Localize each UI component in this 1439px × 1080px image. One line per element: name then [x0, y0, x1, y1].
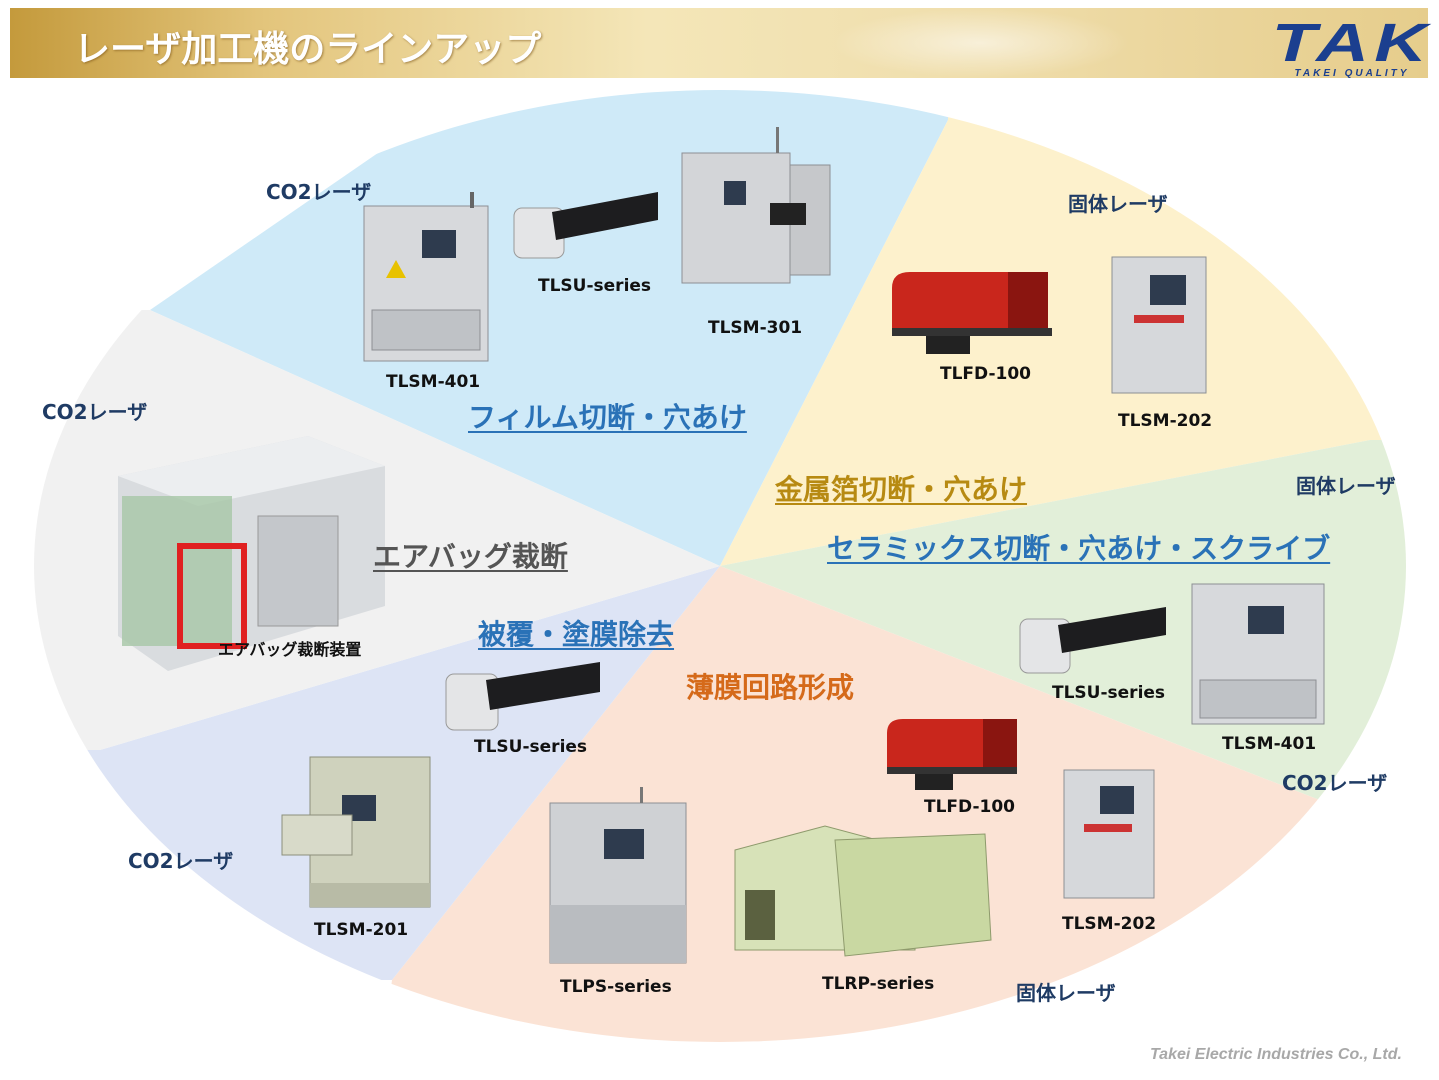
- company-logo: TAK TAKEI QUALITY: [1266, 13, 1438, 84]
- model-tlsm-401-film: TLSM-401: [386, 372, 481, 392]
- application-metal-foil: 金属箔切断・穴あけ: [775, 473, 1028, 506]
- model-tlsu-series-ceramic: TLSU-series: [1052, 683, 1166, 703]
- model-tlsm-301: TLSM-301: [708, 318, 803, 338]
- model-tlrp-series: TLRP-series: [822, 974, 935, 994]
- machine-image-tlps-series: [549, 787, 687, 964]
- machine-image-tlsu-series-ceramic: [1019, 607, 1166, 674]
- model-tlps-series: TLPS-series: [560, 977, 672, 997]
- model-tlsm-202-metal: TLSM-202: [1118, 411, 1213, 431]
- machine-image-tlsm-201: [281, 756, 431, 908]
- application-film-cutting: フィルム切断・穴あけ: [468, 401, 747, 434]
- laser-type-solid-metal: 固体レーザ: [1068, 192, 1168, 216]
- machine-image-tlsm-301: [681, 127, 831, 284]
- model-tlfd-100-metal: TLFD-100: [940, 364, 1032, 384]
- company-footer: Takei Electric Industries Co., Ltd.: [1150, 1046, 1402, 1063]
- machine-image-tlsu-series-coating: [445, 662, 600, 731]
- machine-image-tlrp-series: [734, 825, 992, 957]
- laser-type-solid-thin: 固体レーザ: [1016, 981, 1116, 1005]
- application-thin-film-circuit: 薄膜回路形成: [686, 671, 855, 704]
- model-tlsu-series-film: TLSU-series: [538, 276, 652, 296]
- logo-tagline: TAKEI QUALITY: [1294, 68, 1410, 79]
- application-ceramics: セラミックス切断・穴あけ・スクライブ: [827, 532, 1331, 565]
- machine-image-tlsm-401-film: [363, 192, 489, 362]
- model-airbag-cutter: エアバッグ裁断装置: [218, 640, 362, 659]
- laser-type-co2-film: CO2レーザ: [266, 180, 372, 204]
- laser-type-solid-ceramic: 固体レーザ: [1296, 474, 1396, 498]
- header-glow: [830, 8, 1130, 78]
- machine-image-tlfd-100-thin: [887, 719, 1017, 790]
- laser-type-co2-airbag: CO2レーザ: [42, 400, 148, 424]
- machine-image-tlsu-series-film: [513, 192, 658, 259]
- machine-image-tlsm-401-ceramic: [1191, 583, 1325, 725]
- model-tlsm-201: TLSM-201: [314, 920, 409, 940]
- machine-image-tlfd-100-metal: [892, 272, 1052, 354]
- model-tlfd-100-thin: TLFD-100: [924, 797, 1016, 817]
- page-title: レーザ加工機のラインアップ: [74, 29, 542, 70]
- header-banner: レーザ加工機のラインアップ TAK TAKEI QUALITY: [10, 8, 1428, 79]
- model-tlsm-202-thin: TLSM-202: [1062, 914, 1157, 934]
- model-tlsu-series-coating: TLSU-series: [474, 737, 588, 757]
- laser-type-co2-coating: CO2レーザ: [128, 849, 234, 873]
- application-airbag-cutting: エアバッグ裁断: [373, 540, 568, 573]
- machine-image-tlsm-202-thin: [1063, 769, 1155, 899]
- logo-mark: TAK: [1271, 13, 1433, 73]
- machine-image-tlsm-202-metal: [1111, 256, 1207, 394]
- application-coating-removal: 被覆・塗膜除去: [478, 618, 675, 651]
- laser-type-co2-ceramic: CO2レーザ: [1282, 771, 1388, 795]
- machine-image-airbag-cutter: [118, 436, 385, 671]
- model-tlsm-401-ceramic: TLSM-401: [1222, 734, 1317, 754]
- segment-film: [150, 90, 948, 566]
